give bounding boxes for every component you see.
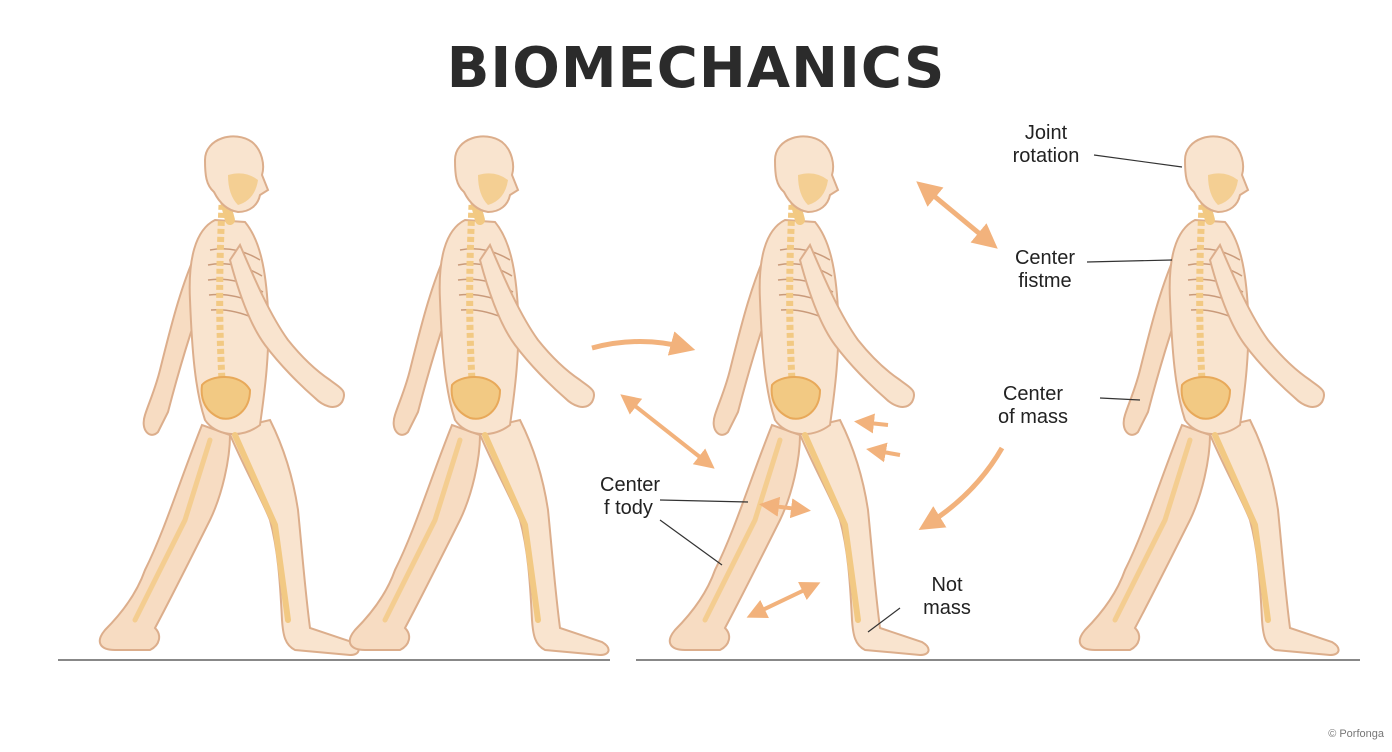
- label-line: Joint: [1024, 122, 1068, 144]
- label-center-f-tody: Center f tody: [600, 474, 660, 520]
- leader-line-icon: [659, 519, 723, 566]
- motion-arrow-icon: [759, 496, 811, 519]
- label-line: rotation: [1012, 145, 1080, 167]
- figure-4: [1080, 136, 1339, 655]
- label-line: Not: [931, 574, 963, 596]
- motion-arrow-icon: [866, 442, 901, 463]
- label-line: of mass: [997, 406, 1069, 428]
- label-line: Center: [1014, 247, 1076, 269]
- page-title: BIOMECHANICS: [446, 36, 946, 101]
- label-joint-rotation: Joint rotation: [1006, 122, 1086, 168]
- label-line: Center: [1002, 383, 1064, 405]
- figure-2: [350, 136, 609, 655]
- figure-3: [670, 136, 929, 655]
- motion-arrow-icon: [854, 413, 889, 434]
- label-line: f tody: [604, 497, 653, 519]
- leader-line-icon: [867, 607, 901, 633]
- motion-arrow-icon: [916, 181, 998, 249]
- motion-arrow-icon: [746, 581, 821, 619]
- motion-arrow-icon: [591, 331, 696, 356]
- label-center-of-mass: Center of mass: [988, 383, 1078, 429]
- label-line: Center: [600, 474, 661, 496]
- label-line: fistme: [1018, 270, 1072, 292]
- motion-arrow-icon: [918, 446, 1005, 530]
- motion-arrow-icon: [620, 394, 715, 469]
- leader-line-icon: [1093, 154, 1183, 168]
- label-line: mass: [923, 597, 971, 619]
- label-center-fistme: Center fistme: [1005, 247, 1085, 293]
- figure-1: [100, 136, 359, 655]
- credit-text: © Porfonga: [1328, 728, 1384, 740]
- leader-line-icon: [659, 499, 749, 503]
- label-not-mass: Not mass: [912, 574, 982, 620]
- leader-line-icon: [1099, 397, 1141, 401]
- leader-line-icon: [1086, 259, 1173, 263]
